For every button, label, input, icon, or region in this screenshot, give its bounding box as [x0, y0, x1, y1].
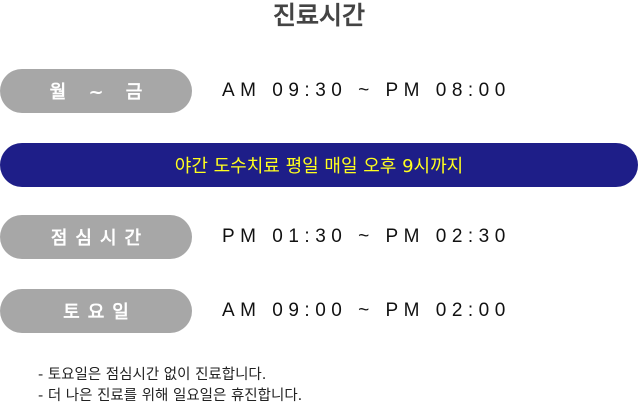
weekday-label: 월 ~ 금	[0, 69, 192, 113]
lunch-hours: PM 01:30 ~ PM 02:30	[222, 226, 511, 247]
note-item: - 더 나은 진료를 위해 일요일은 휴진합니다.	[38, 388, 303, 404]
saturday-hours: AM 09:00 ~ PM 02:00	[222, 300, 511, 321]
page-title: 진료시간	[272, 1, 365, 30]
lunch-label: 점심시간	[0, 215, 192, 259]
night-therapy-banner: 야간 도수치료 평일 매일 오후 9시까지	[0, 143, 638, 187]
saturday-label: 토요일	[0, 289, 192, 333]
note-item: - 토요일은 점심시간 없이 진료합니다.	[38, 367, 267, 383]
weekday-hours: AM 09:30 ~ PM 08:00	[222, 80, 511, 101]
notes: - 토요일은 점심시간 없이 진료합니다. - 더 나은 진료를 위해 일요일은…	[38, 365, 302, 407]
